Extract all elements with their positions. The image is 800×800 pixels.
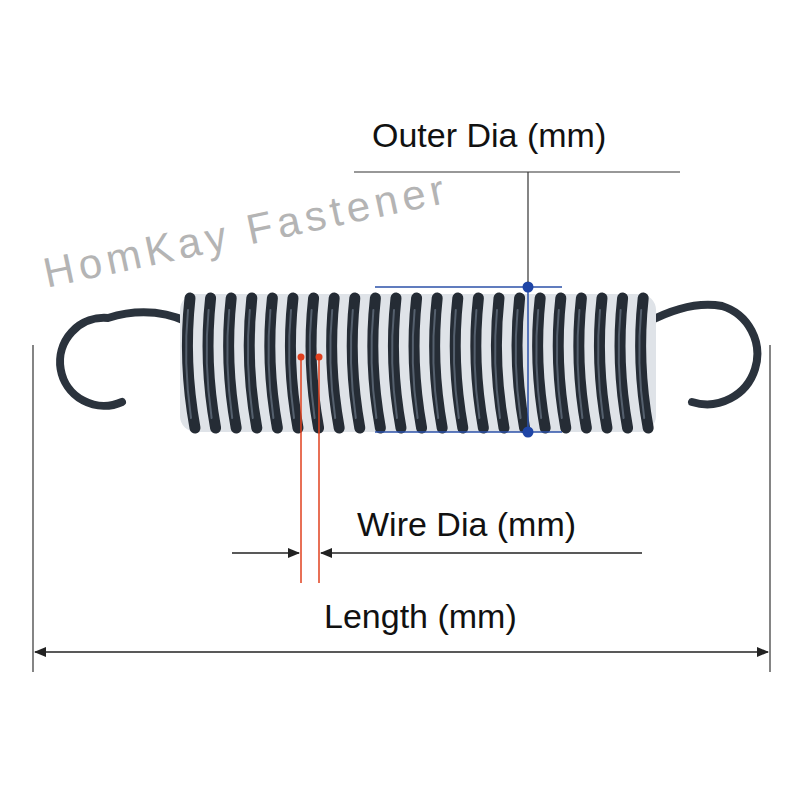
coil-turn xyxy=(311,298,319,428)
coil-turn xyxy=(290,298,298,428)
coil-shadow xyxy=(180,294,656,432)
spring-coils xyxy=(186,298,648,428)
dimension-label: Outer Dia (mm) xyxy=(372,116,606,155)
coil-highlight xyxy=(639,310,644,418)
coil-highlight xyxy=(474,310,479,418)
coil-turn xyxy=(641,298,649,428)
coil-turn xyxy=(229,298,237,428)
coil-turn xyxy=(208,298,216,428)
coil-highlight xyxy=(330,310,335,418)
coil-turn xyxy=(538,298,546,428)
coil-turn xyxy=(558,298,566,428)
coil-highlight xyxy=(207,310,212,418)
wire-dia-dimension xyxy=(301,358,319,583)
coil-turn xyxy=(270,298,278,428)
coil-highlight xyxy=(454,310,459,418)
length-dimension xyxy=(33,345,770,672)
coil-highlight xyxy=(598,310,603,418)
coil-highlight xyxy=(557,310,562,418)
coil-highlight xyxy=(351,310,356,418)
coil-turn xyxy=(455,298,463,428)
coil-turn xyxy=(476,298,484,428)
coil-turn xyxy=(249,298,257,428)
coil-highlight xyxy=(289,310,294,418)
coil-highlight xyxy=(227,310,232,418)
coil-turn xyxy=(352,298,360,428)
outer-dia-dimension xyxy=(375,287,562,432)
coil-turn xyxy=(332,298,340,428)
coil-highlight xyxy=(433,310,438,418)
coil-turn xyxy=(517,298,525,428)
coil-highlight xyxy=(536,310,541,418)
coil-highlight xyxy=(392,310,397,418)
coil-turn xyxy=(599,298,607,428)
coil-highlight xyxy=(186,310,191,418)
coil-highlight xyxy=(619,310,624,418)
dimension-label: Wire Dia (mm) xyxy=(357,505,576,544)
coil-turn xyxy=(496,298,504,428)
coil-turn xyxy=(187,298,195,428)
coil-highlight xyxy=(413,310,418,418)
watermark: HomKay Fastener xyxy=(39,165,453,298)
coil-turn xyxy=(393,298,401,428)
coil-highlight xyxy=(495,310,500,418)
coil-turn xyxy=(414,298,422,428)
coil-turn xyxy=(435,298,443,428)
coil-highlight xyxy=(248,310,253,418)
coil-turn xyxy=(620,298,628,428)
coil-highlight xyxy=(310,310,315,418)
coil-turn xyxy=(373,298,381,428)
coil-highlight xyxy=(577,310,582,418)
coil-highlight xyxy=(371,310,376,418)
coil-turn xyxy=(579,298,587,428)
coil-highlight xyxy=(268,310,273,418)
coil-highlight xyxy=(516,310,521,418)
dimension-label: Length (mm) xyxy=(324,597,517,636)
